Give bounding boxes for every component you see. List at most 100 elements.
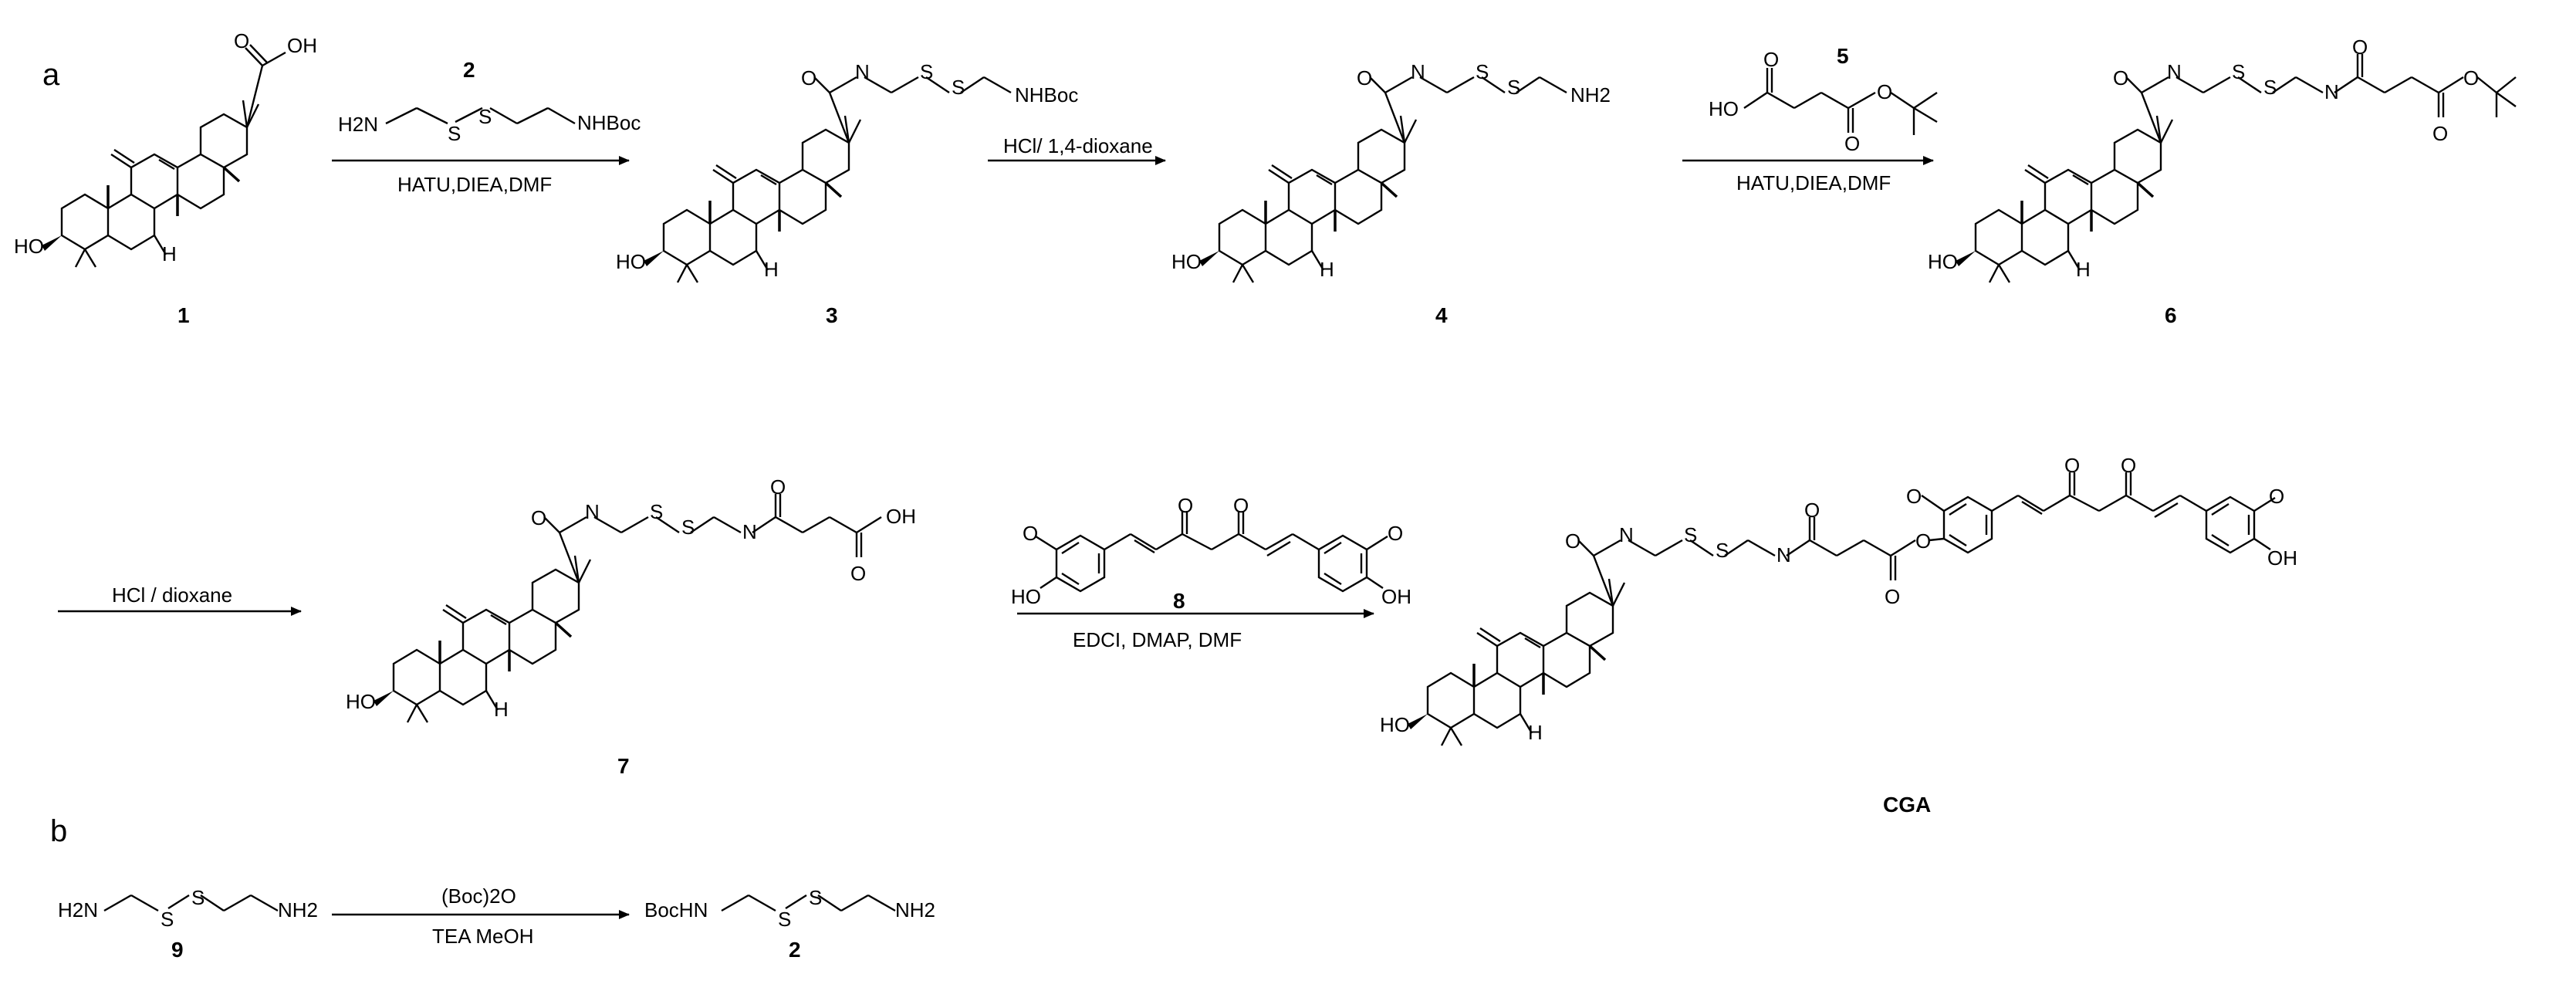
- atom-o-cga-g: O: [2121, 454, 2136, 477]
- atom-h2n-9: H2N: [58, 898, 98, 922]
- atom-o-8b: O: [1178, 494, 1193, 517]
- atom-o-cga-h: O: [2269, 485, 2284, 508]
- condition-step4: HCl / dioxane: [112, 583, 232, 607]
- atom-nh2-9: NH2: [278, 898, 318, 922]
- atom-n-cga-b: N: [1776, 543, 1791, 566]
- compound-label-9: 9: [171, 938, 184, 962]
- atom-nh2-4: NH2: [1570, 83, 1611, 107]
- reagent-5-structure: [1743, 68, 1938, 135]
- atom-n-7a: N: [585, 500, 600, 523]
- atom-s-7b: S: [681, 516, 695, 539]
- atom-n-7b: N: [742, 520, 757, 543]
- atom-s-cga-a: S: [1684, 523, 1697, 546]
- atom-ho-4: HO: [1171, 250, 1202, 273]
- compound-label-4: 4: [1435, 303, 1448, 327]
- atom-o-5a: O: [1763, 48, 1779, 71]
- atom-s-4b: S: [1507, 76, 1520, 99]
- atom-ho-3: HO: [616, 250, 646, 273]
- compound-2-product-structure: [721, 894, 896, 912]
- condition-step3: HATU,DIEA,DMF: [1736, 171, 1891, 194]
- atom-s-9a: S: [161, 908, 174, 931]
- atom-o-6a: O: [2113, 66, 2128, 90]
- atom-oh-1: OH: [287, 34, 317, 57]
- atom-o-7c: O: [850, 562, 866, 585]
- atom-bochn-2: BocHN: [644, 898, 708, 922]
- atom-o-8a: O: [1023, 522, 1038, 545]
- compound-cga-structure: [1406, 472, 2276, 747]
- compound-label-3: 3: [826, 303, 838, 327]
- atom-n-cga-a: N: [1619, 523, 1634, 546]
- compound-label-2-product: 2: [789, 938, 801, 962]
- compound-7-structure: [372, 494, 882, 724]
- atom-o-4: O: [1357, 66, 1372, 90]
- atom-o-7b: O: [770, 475, 786, 499]
- compound-label-1: 1: [177, 303, 190, 327]
- atom-o-5c: O: [1877, 80, 1892, 103]
- atom-o-cga-a: O: [1565, 529, 1580, 553]
- panel-label-a: a: [42, 58, 60, 92]
- atom-h2n-2: H2N: [338, 113, 378, 136]
- condition-step1: HATU,DIEA,DMF: [397, 173, 552, 196]
- compound-label-6: 6: [2165, 303, 2177, 327]
- atom-s-2p-b: S: [809, 886, 822, 909]
- atom-nhboc-3: NHBoc: [1015, 83, 1078, 107]
- atom-s-4a: S: [1476, 60, 1489, 83]
- compound-label-2: 2: [463, 58, 475, 82]
- atom-h-cga: H: [1528, 721, 1543, 744]
- compound-4-structure: [1198, 76, 1567, 284]
- condition-step2: HCl/ 1,4-dioxane: [1003, 134, 1153, 157]
- atom-h-4: H: [1320, 258, 1334, 281]
- atom-o-cga-f: O: [2064, 454, 2080, 477]
- atom-n-4: N: [1411, 60, 1425, 83]
- atom-ho-1: HO: [14, 235, 44, 258]
- reagent-8-structure: [1035, 511, 1388, 593]
- atom-h-7: H: [494, 698, 509, 721]
- atom-o-8c: O: [1233, 494, 1249, 517]
- atom-o-cga-e: O: [1906, 485, 1922, 508]
- atom-o-cga-b: O: [1804, 499, 1820, 522]
- atom-n-6b: N: [2324, 80, 2339, 103]
- atom-oh-7: OH: [886, 505, 916, 528]
- atom-s-6a: S: [2232, 60, 2245, 83]
- compound-label-cga: CGA: [1883, 793, 1931, 817]
- atom-o-cga-d: O: [1915, 529, 1931, 553]
- atom-h-1: H: [162, 242, 177, 265]
- compound-label-7: 7: [617, 754, 630, 778]
- atom-h-6: H: [2076, 258, 2091, 281]
- compound-9-structure: [103, 894, 279, 912]
- atom-o-6b: O: [2352, 36, 2368, 59]
- atom-s-cga-b: S: [1716, 539, 1729, 562]
- atom-s-9b: S: [191, 886, 205, 909]
- atom-ho-6: HO: [1928, 250, 1958, 273]
- condition-step5: EDCI, DMAP, DMF: [1073, 628, 1242, 651]
- atom-ho-cga: HO: [1380, 713, 1410, 736]
- atom-s-2b: S: [478, 105, 492, 128]
- atom-s-3b: S: [952, 76, 965, 99]
- condition-step6-bottom: TEA MeOH: [432, 925, 533, 948]
- atom-nhboc-2: NHBoc: [577, 111, 641, 134]
- atom-nh2-2p: NH2: [895, 898, 935, 922]
- atom-s-7a: S: [650, 500, 663, 523]
- compound-label-8: 8: [1173, 589, 1185, 613]
- compound-3-structure: [642, 76, 1012, 284]
- atom-s-6b: S: [2263, 76, 2277, 99]
- atom-ho-8: HO: [1011, 585, 1041, 608]
- condition-step6-top: (Boc)2O: [441, 884, 516, 908]
- atom-o-1: O: [234, 29, 249, 52]
- atom-s-2a: S: [448, 122, 461, 145]
- atom-o-7a: O: [531, 506, 546, 529]
- atom-o-5b: O: [1844, 132, 1860, 155]
- compound-label-5: 5: [1837, 44, 1849, 68]
- atom-n-3: N: [855, 60, 870, 83]
- panel-label-b: b: [50, 814, 67, 848]
- atom-h-3: H: [764, 258, 779, 281]
- atom-ho-5: HO: [1709, 97, 1739, 120]
- atom-o-6d: O: [2463, 66, 2479, 90]
- atom-s-3a: S: [920, 60, 933, 83]
- compound-6-structure: [1954, 54, 2517, 284]
- atom-oh-cga: OH: [2267, 546, 2297, 570]
- compound-1-structure: [40, 44, 286, 269]
- atom-o-8d: O: [1388, 522, 1403, 545]
- atom-oh-8: OH: [1381, 585, 1411, 608]
